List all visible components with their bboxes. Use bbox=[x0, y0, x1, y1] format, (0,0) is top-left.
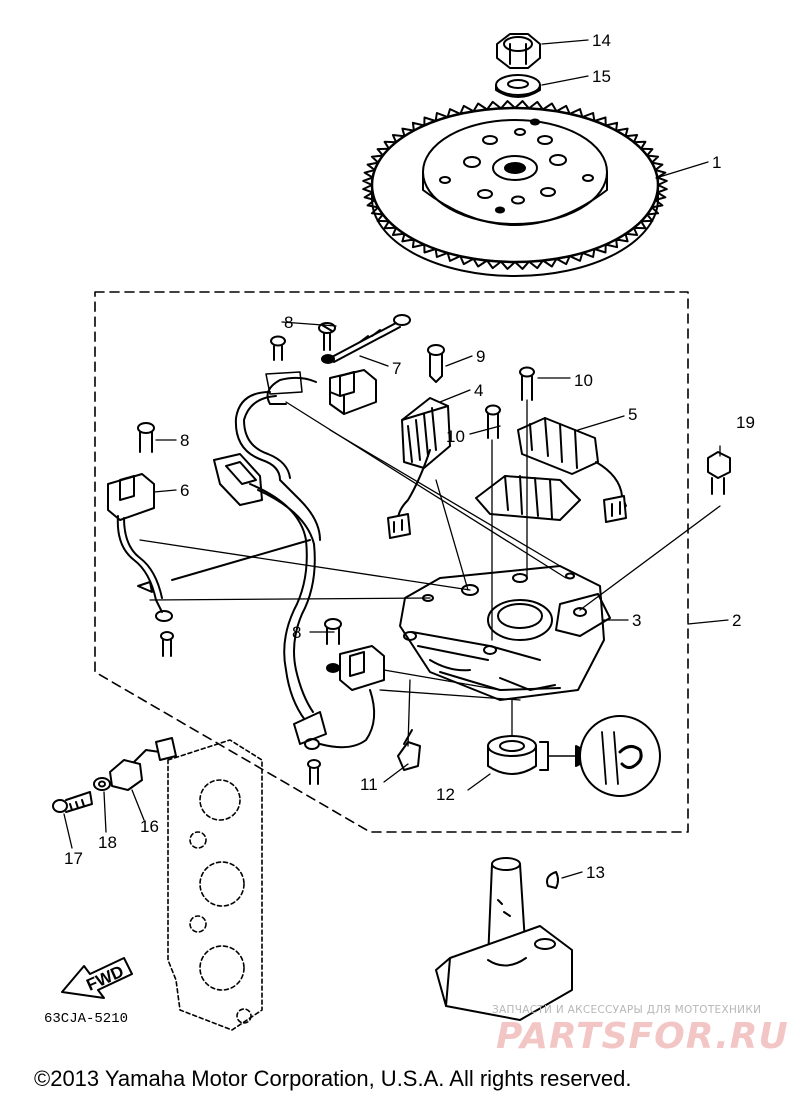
callout-10a: 10 bbox=[574, 371, 593, 390]
callout-9: 9 bbox=[476, 347, 485, 366]
watermark-tagline: ЗАПЧАСТИ И АКСЕССУАРЫ ДЛЯ МОТОТЕХНИКИ bbox=[492, 1004, 762, 1016]
drive-shaft bbox=[435, 857, 573, 1021]
callout-8b: 8 bbox=[180, 431, 189, 450]
lighting-coil-part-5 bbox=[475, 417, 627, 523]
callout-1: 1 bbox=[712, 153, 721, 172]
callout-11: 11 bbox=[360, 775, 378, 794]
callout-3: 3 bbox=[632, 611, 641, 630]
callout-16: 16 bbox=[140, 817, 159, 836]
callout-13: 13 bbox=[586, 863, 605, 882]
stator-base-plate-part-3 bbox=[399, 565, 611, 701]
screw-part-10-b bbox=[485, 404, 501, 439]
callout-10b: 10 bbox=[446, 427, 465, 446]
callout-19: 19 bbox=[736, 413, 755, 432]
bracket-part-16 bbox=[109, 737, 177, 791]
engine-block-outline bbox=[167, 739, 263, 1031]
callout-6: 6 bbox=[180, 481, 189, 500]
callout-2: 2 bbox=[732, 611, 741, 630]
callout-15: 15 bbox=[592, 67, 611, 86]
copyright-notice: ©2013 Yamaha Motor Corporation, U.S.A. A… bbox=[34, 1066, 632, 1091]
wire-harness bbox=[171, 391, 321, 721]
ring-gear-side bbox=[371, 184, 659, 277]
woodruff-key-part-13 bbox=[546, 871, 559, 889]
pulser-coil-lower bbox=[293, 645, 385, 785]
assembly-boundary bbox=[94, 291, 689, 833]
part-code: 63CJA-5210 bbox=[44, 1011, 128, 1027]
screw-part-19 bbox=[707, 451, 731, 495]
flywheel-part-1 bbox=[362, 100, 668, 277]
callout-17: 17 bbox=[64, 849, 83, 868]
screw-part-9 bbox=[427, 344, 445, 383]
leader-lines bbox=[63, 39, 729, 879]
screw-part-8-lower bbox=[324, 618, 342, 645]
washer-part-18 bbox=[93, 777, 111, 791]
callout-4: 4 bbox=[474, 381, 483, 400]
fwd-arrow bbox=[61, 957, 133, 999]
callout-12: 12 bbox=[436, 785, 455, 804]
bolt-part-17 bbox=[52, 791, 93, 813]
screw-small-top bbox=[270, 335, 286, 361]
clamp-part-11 bbox=[397, 729, 421, 771]
pulser-coil-part-6 bbox=[107, 422, 174, 657]
washer-part-15 bbox=[495, 74, 541, 98]
callout-5: 5 bbox=[628, 405, 637, 424]
charge-coil-part-4 bbox=[387, 397, 451, 539]
ground-lead-part-7 bbox=[321, 314, 411, 364]
callout-18: 18 bbox=[98, 833, 117, 852]
pulser-coil-upper bbox=[265, 369, 377, 415]
watermark-logo: PARTSFOR.RU bbox=[496, 1016, 789, 1057]
screw-part-8-top bbox=[318, 322, 336, 351]
callout-8a: 8 bbox=[284, 313, 293, 332]
callout-8c: 8 bbox=[292, 623, 301, 642]
screw-part-10-a bbox=[519, 366, 535, 401]
exploded-parts-diagram: 14 15 1 8 7 9 10 4 10 5 19 8 6 3 2 8 11 … bbox=[44, 31, 755, 1031]
oil-seal-part-12 bbox=[487, 715, 661, 797]
callout-7: 7 bbox=[392, 359, 401, 378]
callout-14: 14 bbox=[592, 31, 611, 50]
nut-part-14 bbox=[496, 33, 541, 69]
